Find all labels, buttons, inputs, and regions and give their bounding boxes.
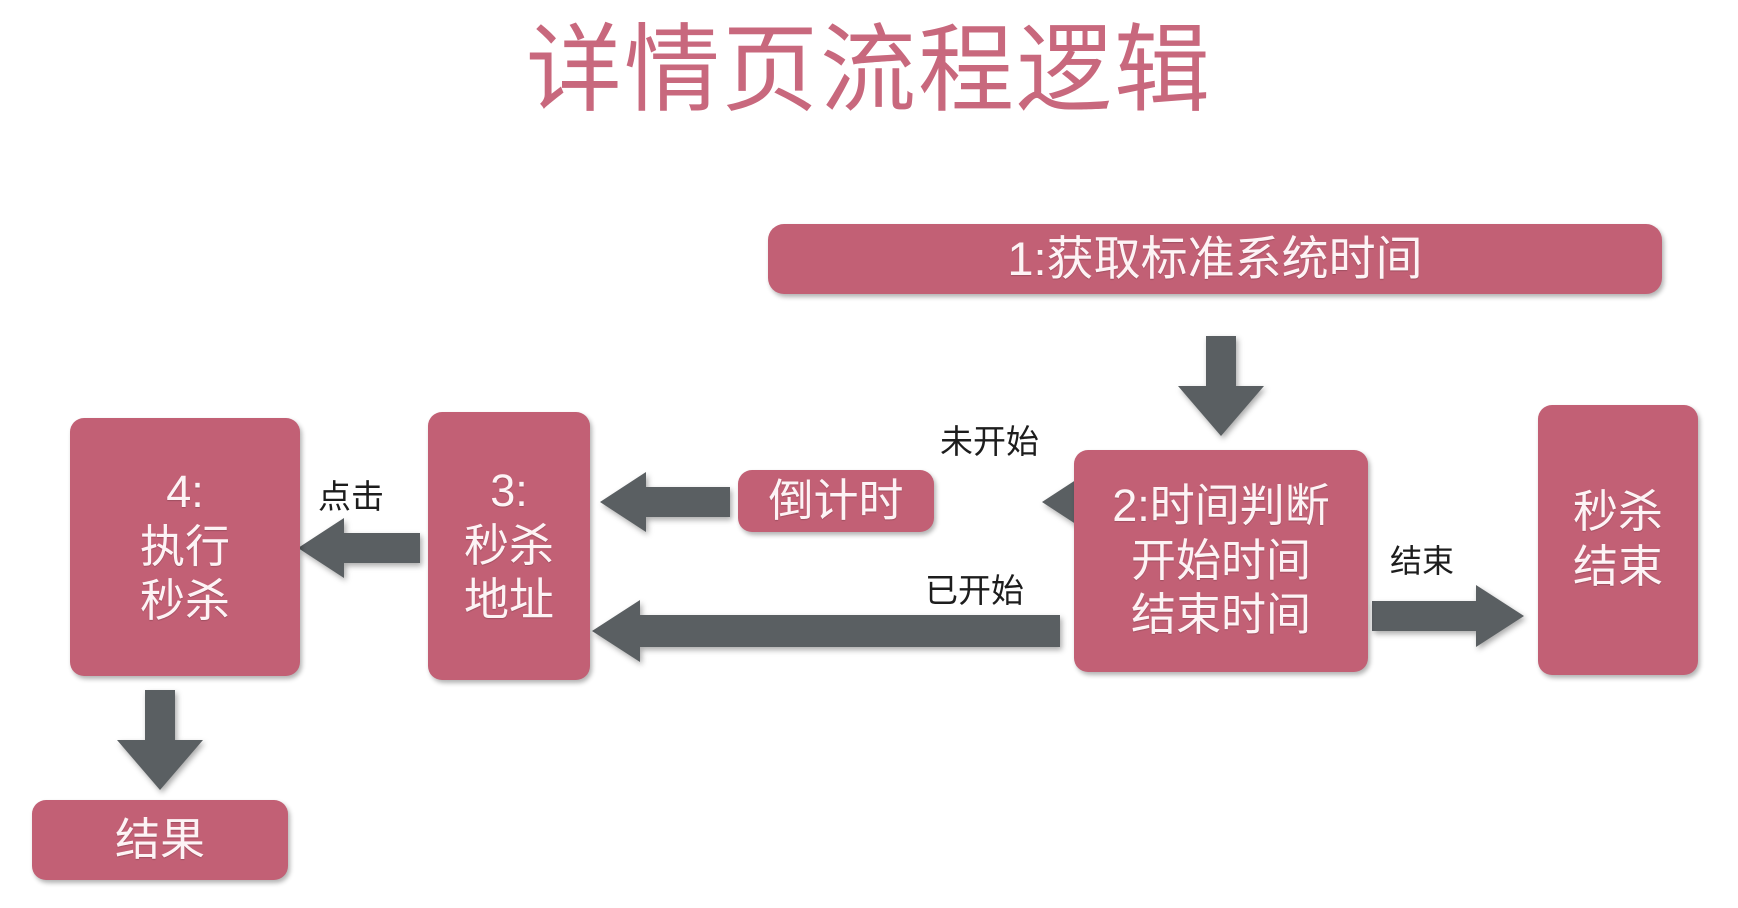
node-step4[interactable]: 4: 执行 秒杀: [70, 418, 300, 676]
edge-label-finished: 结束: [1390, 543, 1455, 579]
edge-label-not-started: 未开始: [940, 423, 1039, 460]
node-step2-label: 2:时间判断 开始时间 结束时间: [1112, 479, 1330, 641]
arrow-step3-to-step4: [298, 518, 420, 578]
node-step3[interactable]: 3: 秒杀 地址: [428, 412, 590, 680]
arrow-step2-to-step3-long: [592, 600, 1060, 662]
node-result-label: 结果: [114, 813, 205, 865]
node-seckill-end-label: 秒杀 结束: [1572, 486, 1663, 592]
node-step4-label: 4: 执行 秒杀: [139, 465, 230, 627]
arrow-step1-to-step2: [1178, 336, 1264, 436]
node-step1[interactable]: 1:获取标准系统时间: [768, 224, 1662, 294]
node-step2[interactable]: 2:时间判断 开始时间 结束时间: [1074, 450, 1368, 672]
node-step3-label: 3: 秒杀 地址: [463, 464, 554, 626]
node-step1-label: 1:获取标准系统时间: [1007, 232, 1423, 286]
node-result[interactable]: 结果: [32, 800, 288, 880]
arrow-step4-to-result: [117, 690, 203, 790]
page-title: 详情页流程逻辑: [526, 17, 1212, 124]
arrow-countdown-to-step3: [600, 472, 730, 532]
edge-label-already-started: 已开始: [925, 572, 1024, 609]
node-countdown[interactable]: 倒计时: [738, 470, 934, 532]
node-countdown-label: 倒计时: [768, 474, 904, 526]
edge-label-click: 点击: [318, 478, 384, 515]
node-seckill-end[interactable]: 秒杀 结束: [1538, 405, 1698, 675]
arrow-step2-to-seckill-end: [1372, 585, 1524, 647]
